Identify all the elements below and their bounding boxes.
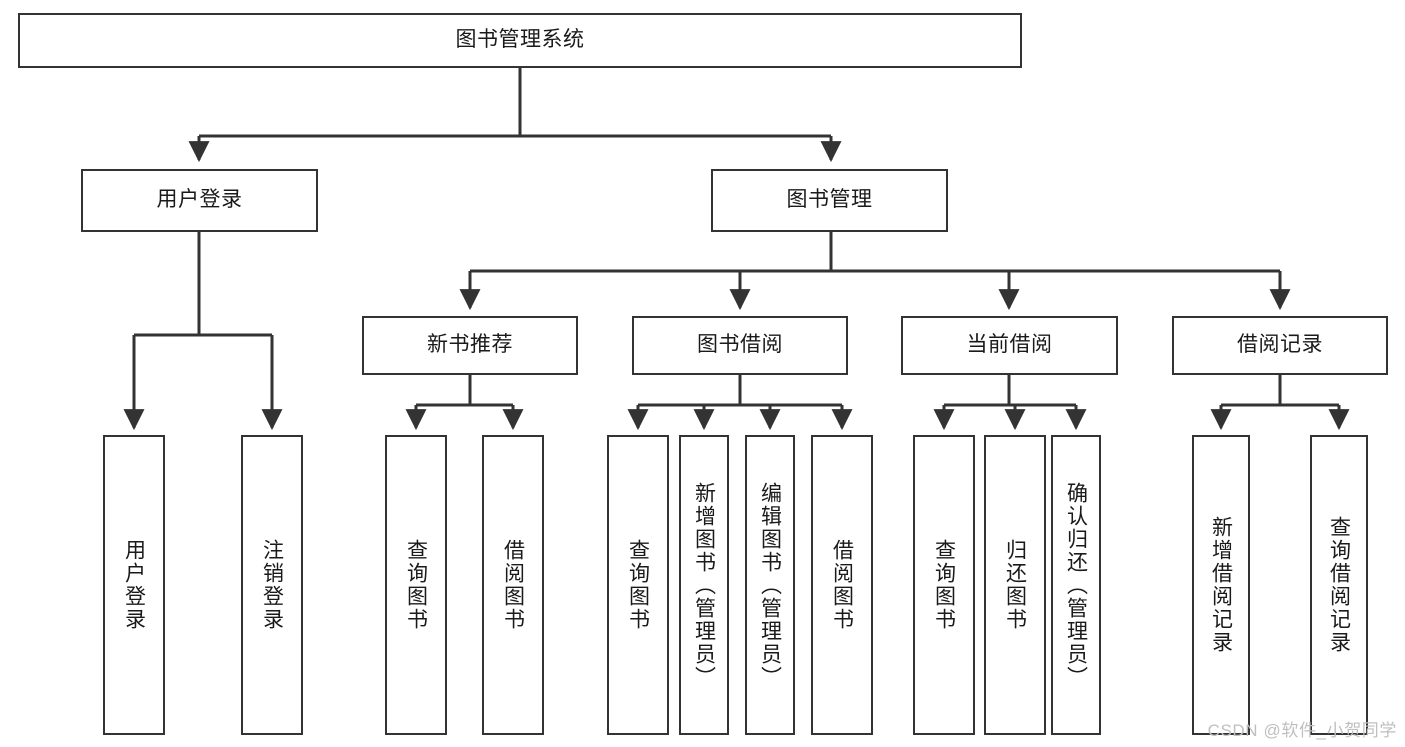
node-book-borrow-label: 图书借阅 — [697, 333, 783, 357]
node-new-book-recommend[interactable]: 新书推荐 — [362, 316, 578, 375]
leaf-query-book-1-label: 查询图书 — [404, 539, 428, 631]
leaf-query-book-3-label: 查询图书 — [932, 539, 956, 631]
leaf-return-book[interactable]: 归还图书 — [984, 435, 1046, 735]
leaf-query-borrow-record-label: 查询借阅记录 — [1327, 516, 1351, 654]
node-new-book-recommend-label: 新书推荐 — [427, 333, 513, 357]
leaf-user-login[interactable]: 用户登录 — [103, 435, 165, 735]
leaf-borrow-book-2-label: 借阅图书 — [830, 539, 854, 631]
leaf-query-book-3[interactable]: 查询图书 — [913, 435, 975, 735]
node-book-manage-label: 图书管理 — [786, 188, 873, 212]
leaf-borrow-book-2[interactable]: 借阅图书 — [811, 435, 873, 735]
leaf-edit-book[interactable]: 编辑图书（管理员） — [745, 435, 795, 735]
node-book-manage[interactable]: 图书管理 — [711, 169, 948, 232]
leaf-return-book-label: 归还图书 — [1003, 539, 1027, 631]
leaf-add-borrow-record-label: 新增借阅记录 — [1209, 516, 1233, 654]
node-root-label: 图书管理系统 — [455, 28, 585, 52]
node-user-login-label: 用户登录 — [156, 188, 243, 212]
leaf-confirm-return[interactable]: 确认归还（管理员） — [1051, 435, 1101, 735]
leaf-borrow-book-1[interactable]: 借阅图书 — [482, 435, 544, 735]
leaf-add-book[interactable]: 新增图书（管理员） — [679, 435, 729, 735]
node-borrow-record[interactable]: 借阅记录 — [1172, 316, 1388, 375]
node-current-borrow-label: 当前借阅 — [966, 333, 1053, 357]
node-book-borrow[interactable]: 图书借阅 — [632, 316, 848, 375]
leaf-query-book-2-label: 查询图书 — [626, 539, 650, 631]
leaf-borrow-book-1-label: 借阅图书 — [501, 539, 525, 631]
leaf-user-login-label: 用户登录 — [122, 539, 146, 631]
watermark: CSDN @软件_小贺同学 — [1207, 721, 1397, 740]
leaf-add-borrow-record[interactable]: 新增借阅记录 — [1192, 435, 1250, 735]
leaf-add-book-label: 新增图书（管理员） — [692, 481, 716, 689]
leaf-confirm-return-label: 确认归还（管理员） — [1064, 481, 1088, 689]
leaf-query-book-1[interactable]: 查询图书 — [385, 435, 447, 735]
leaf-edit-book-label: 编辑图书（管理员） — [758, 481, 782, 689]
leaf-query-book-2[interactable]: 查询图书 — [607, 435, 669, 735]
leaf-logout-label: 注销登录 — [260, 539, 284, 631]
node-root[interactable]: 图书管理系统 — [18, 13, 1022, 68]
leaf-logout[interactable]: 注销登录 — [241, 435, 303, 735]
node-borrow-record-label: 借阅记录 — [1237, 333, 1323, 357]
leaf-query-borrow-record[interactable]: 查询借阅记录 — [1310, 435, 1368, 735]
node-user-login[interactable]: 用户登录 — [81, 169, 318, 232]
node-current-borrow[interactable]: 当前借阅 — [901, 316, 1118, 375]
